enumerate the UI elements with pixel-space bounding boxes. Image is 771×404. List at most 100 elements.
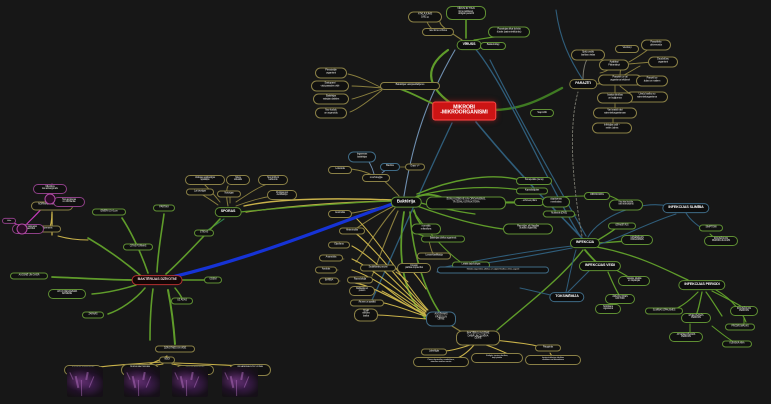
mindmap-node[interactable]: Iegarenas baktērijas	[348, 151, 376, 163]
mindmap-node[interactable]: Kapsula/gļotas	[516, 187, 548, 195]
mindmap-node[interactable]: Šūnapvalks (siena)	[516, 177, 552, 185]
mindmap-node[interactable]: Pavairojas tikai dzīvās šūnās (saimniekš…	[488, 26, 530, 38]
mindmap-node[interactable]: Ļoti izturīgas	[186, 188, 214, 196]
hub-node-baktdzivot[interactable]: BAKTĒRIJAS DZĪVOTNĪ	[131, 275, 183, 285]
mindmap-node[interactable]: morfoloģija	[362, 174, 390, 182]
mindmap-node[interactable]: ATVESEĻOŠANĀS PERIODS	[669, 332, 703, 342]
hub-node-infveidi[interactable]: INFEKCIJAS VEIDI	[578, 261, 622, 271]
mindmap-node[interactable]: ZARNĀS	[82, 311, 104, 319]
mindmap-node[interactable]: Labvēlīgās	[421, 348, 447, 356]
mindmap-node[interactable]: AUGSNĒ UN GAISĀ	[10, 272, 48, 280]
mindmap-node[interactable]: Daudzšūnu organismi	[648, 56, 678, 68]
hub-node-infperiodi[interactable]: INFEKCIJAS PERIODI	[678, 280, 726, 290]
mindmap-node[interactable]: Nav kodolu un organoīdu	[315, 107, 347, 119]
mindmap-node[interactable]: BAKTĒRIJU NOZĪME DABĀ UN CILVĒKA DZĪVĒ	[456, 330, 500, 346]
mindmap-node[interactable]: Kaitīgās: izraisa slimības, bojā pārtiku	[471, 353, 523, 363]
mindmap-node[interactable]: Parazīti uz ādas un matiem	[636, 75, 668, 87]
mindmap-node[interactable]: Miera stāvoklis	[226, 175, 250, 185]
mindmap-node[interactable]: Pirmatnējie organismi	[315, 67, 347, 79]
mindmap-node[interactable]: Patogēnās	[535, 344, 561, 352]
mindmap-node[interactable]: RIBOSOMAS	[584, 192, 610, 200]
hub-node-viruss[interactable]: VĪRUSS	[456, 40, 482, 50]
mindmap-node[interactable]: UZ UN ORGANISMA IEKŠIENĒ	[48, 289, 86, 299]
mindmap-node[interactable]: Infekcijas ceļš – netīrs ūdens	[592, 122, 632, 134]
mindmap-node[interactable]: PRODROMĀLAIS	[725, 323, 755, 331]
mindmap-node[interactable]: Heterotrofās	[339, 227, 365, 235]
mindmap-node[interactable]: IZMĒRI 0,5–5 µm	[92, 208, 126, 216]
mindmap-node[interactable]: Bakteriofāgi	[480, 42, 506, 50]
mindmap-node[interactable]: Vietējās, lokālās un vispārējās	[618, 276, 650, 286]
mindmap-node[interactable]: INKUBĀCIJAS PERIODA ILGUMS	[704, 236, 738, 246]
mindmap-node[interactable]: Spēj uzsūkt barības vielas	[571, 49, 605, 61]
mindmap-node[interactable]: Sadalīšanās procesi	[360, 264, 396, 272]
mindmap-node[interactable]: Baktērijas vairojas daloties	[313, 93, 349, 105]
mindmap-node[interactable]: Dalīšanās uz pusēm	[349, 286, 375, 296]
mindmap-node[interactable]: ...uzbūves plāns	[514, 198, 544, 206]
mindmap-node[interactable]: DZĪVOTNES UN VIDE	[155, 345, 195, 353]
mindmap-node[interactable]: Spēj izdzīvot karstumā	[258, 175, 288, 185]
mindmap-node[interactable]: Izmanto pārtikas rūpniecībā	[397, 263, 431, 273]
mindmap-node[interactable]: Nokļūšana organismā	[595, 304, 621, 314]
mindmap-node[interactable]: ĀRĒJĀS VIDES FAKTORI	[605, 294, 635, 304]
mindmap-node[interactable]: citoplazmas membrāna	[542, 196, 570, 208]
mindmap-node[interactable]: Sastopami visā pasaules vidē	[311, 80, 349, 92]
hub-node-infslimiba[interactable]: INFEKCIJAS SLIMĪBA	[662, 203, 710, 213]
mindmap-node[interactable]: Nav īsta kodola, nav hromosomu	[609, 199, 643, 211]
mindmap-node[interactable]: Izraisa slimības un bojājumus	[597, 92, 633, 104]
mindmap-node[interactable]: Mikroflora kas aizsargā ādu	[33, 184, 67, 194]
mindmap-node[interactable]: PĀRTIKĀ	[153, 204, 175, 212]
mindmap-node[interactable]: CITAS FORMAS	[123, 243, 153, 251]
mindmap-node[interactable]: Reprodukcija	[347, 276, 373, 284]
mindmap-node[interactable]: Baktērijas cilvēka organismā	[421, 235, 465, 243]
mindmap-node[interactable]: SIMPTOMI	[699, 224, 723, 232]
mindmap-node[interactable]: UZŅĒMĪGAIS ORGANISMS	[621, 235, 653, 245]
mindmap-node[interactable]: Ātrums un apstākļi	[350, 299, 384, 307]
mindmap-node[interactable]: Piena rūpniecība, raudzēšana, vitamīnu s…	[413, 357, 469, 367]
mindmap-node[interactable]: Izraisa infekcijas slimības cilvēkiem un…	[525, 355, 581, 365]
mindmap-node[interactable]: Apaļtārpi Plakantārpi	[599, 59, 629, 71]
mindmap-node[interactable]: Baktērijas vairojas/dalījums	[380, 82, 440, 90]
mindmap-node[interactable]: Izturīgas pret dezinfekciju	[267, 190, 297, 200]
hub-node-infekcija[interactable]: INFEKCIJA	[569, 238, 601, 248]
mindmap-node[interactable]: Lomas klasifikācija	[417, 252, 451, 260]
mindmap-node[interactable]: Bacilus	[380, 163, 400, 171]
mindmap-node[interactable]: INKUBĀCIJAS PERIODS	[730, 306, 758, 316]
mindmap-node[interactable]: Gram +/–	[405, 163, 425, 171]
mindmap-node[interactable]: Anaerobās	[319, 254, 343, 262]
mindmap-node[interactable]: Viela	[2, 217, 16, 225]
mindmap-node[interactable]: Nukleoīds (DNS)	[543, 210, 575, 218]
mindmap-node[interactable]: AUGŠANAS FĀZES UN LĪKNE	[426, 311, 456, 327]
mindmap-node[interactable]: Noārda organiskās atliekas un atgriež ba…	[437, 266, 549, 274]
mindmap-node[interactable]: BARĪBA	[319, 277, 339, 285]
mindmap-node[interactable]: Veidojas nelabvēlīgos apstākļos	[185, 175, 225, 185]
mindmap-node[interactable]: Lodveida	[328, 166, 352, 174]
mindmap-node[interactable]: Plazmīdas, pili, flagellas (kustību orga…	[503, 223, 553, 235]
hub-node-bakterija[interactable]: Baktērija	[390, 196, 422, 208]
mindmap-node[interactable]: STĪGAS	[194, 229, 214, 237]
mindmap-node[interactable]: Tiek apgūta jau no dzimšanas	[53, 197, 85, 207]
mindmap-node[interactable]: UZ ĀDAS	[171, 297, 193, 305]
mindmap-node[interactable]: Elpošana	[328, 241, 350, 249]
hub-node-toksinemija[interactable]: TOKSINĒMIJA	[549, 292, 585, 302]
mindmap-node[interactable]: IZVEĻOŠANĀS PERIODS	[681, 313, 711, 323]
mindmap-node[interactable]: TEMP mitrums barība	[354, 308, 378, 322]
mindmap-node[interactable]: Saprofīti	[530, 109, 554, 117]
mindmap-node[interactable]: nav šūnu uzbūve	[422, 28, 454, 36]
mindmap-node[interactable]: VEIDI	[159, 356, 175, 364]
mindmap-node[interactable]: ŪDENĪ	[204, 276, 222, 284]
mindmap-node[interactable]: normālā mikroflora	[411, 223, 441, 235]
mindmap-node[interactable]: Autotrofās	[328, 210, 352, 218]
mindmap-node[interactable]: IZRAISĪTĀJS	[608, 222, 636, 230]
mindmap-node[interactable]: VĪRUSI IR TIKAI šūnu iekšienē, obligāti …	[446, 6, 486, 20]
mindmap-node[interactable]: ŠŪNU UZBŪVE UN ORGANISMS, TĀ ŠŪNU STRUKT…	[426, 196, 506, 210]
hub-node-parazīti[interactable]: PARAZĪTI	[569, 79, 597, 89]
mindmap-root-node[interactable]: MIKROBI -MIKROORGANISMI	[432, 101, 496, 121]
mindmap-node[interactable]: ATKLĀJUMS 1892.g.	[408, 11, 442, 23]
mindmap-node[interactable]: Parazītisks dzīvesveids	[641, 39, 671, 51]
mindmap-node[interactable]: Vienšūņi	[615, 45, 639, 53]
mindmap-node[interactable]: Aerobās	[315, 266, 337, 274]
mindmap-node[interactable]: Var izraisīt nāvi saimniekorganismam	[593, 107, 637, 119]
mindmap-node[interactable]: SLIMĪBAS IZPAUSMES	[645, 307, 683, 315]
mindmap-node[interactable]: KLĪNISKĀ AINA	[722, 340, 752, 348]
